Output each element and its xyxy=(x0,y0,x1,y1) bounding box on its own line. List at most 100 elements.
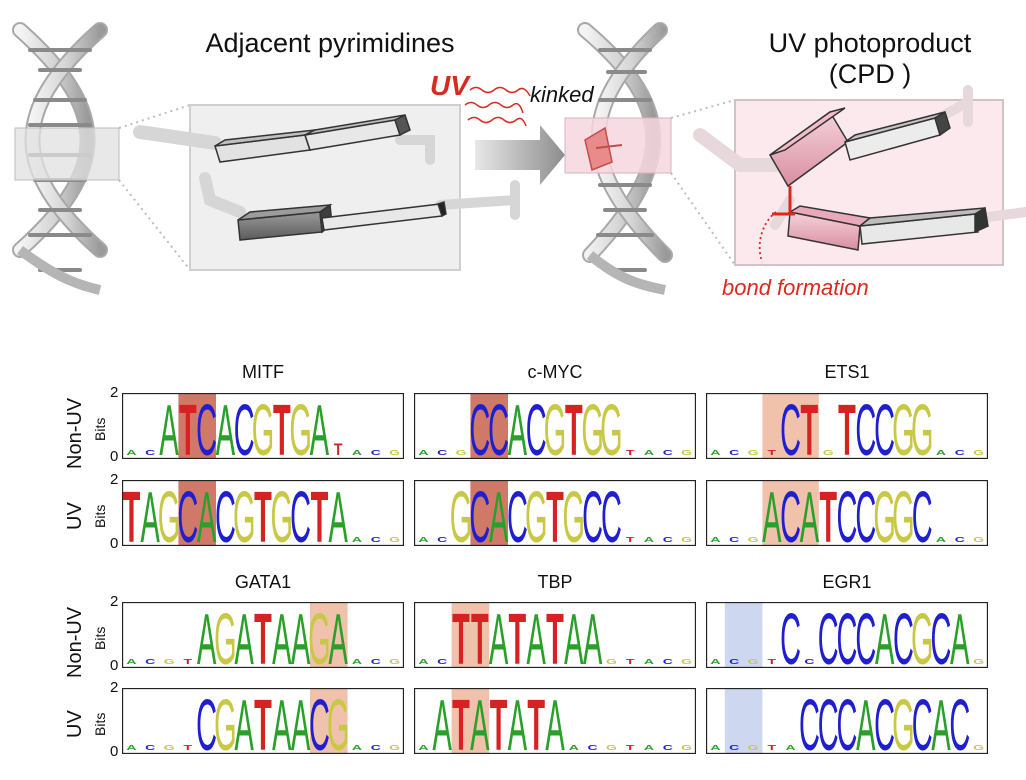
dna-helix-left xyxy=(12,22,120,295)
row-label-nonuv: Non-UV xyxy=(64,606,86,678)
logo-letter-small: A xyxy=(352,536,362,544)
highlight-band xyxy=(310,688,348,754)
logo-frame xyxy=(414,480,696,546)
right-title-line1: UV photoproduct xyxy=(768,28,972,58)
logo-letter-small: T xyxy=(626,536,635,544)
logo-letter-T: T xyxy=(546,480,564,546)
logo-letter-small: G xyxy=(606,658,617,666)
tick-top: 2 xyxy=(110,679,119,696)
logo-letter-small: A xyxy=(352,658,362,666)
tf-title-tbp: TBP xyxy=(537,572,573,592)
logo-letter-small: G xyxy=(681,658,692,666)
logo-frame xyxy=(122,480,404,546)
logo-letter-small: A xyxy=(710,449,720,457)
logo-letter-T: T xyxy=(273,393,291,459)
logo-letter-small: A xyxy=(569,744,579,752)
logo-letter-small: G xyxy=(606,744,617,752)
logo-letter-small: A xyxy=(126,658,136,666)
logo-letter-small: A xyxy=(644,658,654,666)
highlight-band xyxy=(762,393,819,459)
logo-letter-small: C xyxy=(145,449,155,457)
logo-letter-C: C xyxy=(780,602,801,668)
logo-letter-small: C xyxy=(371,536,381,544)
highlight-band xyxy=(310,602,348,668)
logo-letter-C: C xyxy=(837,688,858,754)
logo-letter-small: G xyxy=(748,536,759,544)
logo-letter-C: C xyxy=(215,480,236,546)
logo-letter-C: C xyxy=(874,688,895,754)
logo-letter-C: C xyxy=(818,602,839,668)
logo-letter-G: G xyxy=(911,393,933,459)
logo-letter-C: C xyxy=(309,688,330,754)
logo-letter-T: T xyxy=(509,602,527,668)
uv-rays xyxy=(464,86,531,127)
highlight-band xyxy=(762,480,819,546)
logo-letter-G: G xyxy=(214,602,236,668)
tick-bottom: 0 xyxy=(110,657,119,674)
logo-letter-small: T xyxy=(626,658,635,666)
logo-letter-C: C xyxy=(855,393,876,459)
logo-letter-small: A xyxy=(644,536,654,544)
logo-letter-C: C xyxy=(177,480,198,546)
tf-title-gata1: GATA1 xyxy=(234,572,292,592)
logo-letter-small: G xyxy=(389,536,400,544)
highlight-band xyxy=(178,393,216,459)
highlight-band xyxy=(470,393,508,459)
logo-letter-G: G xyxy=(289,393,311,459)
logo-letter-small: T xyxy=(184,744,193,752)
logo-letter-small: T xyxy=(768,658,777,666)
logo-letter-G: G xyxy=(252,393,274,459)
logo-letter-T: T xyxy=(179,393,197,459)
logo-letter-A: A xyxy=(197,480,217,546)
tick-top: 2 xyxy=(110,471,119,488)
highlight-band xyxy=(178,480,216,546)
tf-title-mitf: MITF xyxy=(242,362,284,382)
logo-letter-small: G xyxy=(973,658,984,666)
highlight-band xyxy=(451,602,490,668)
logo-letter-C: C xyxy=(855,602,876,668)
logo-letter-T: T xyxy=(527,688,545,754)
logo-frame xyxy=(706,480,988,546)
logo-letter-small: T xyxy=(334,441,343,459)
logo-letter-G: G xyxy=(892,688,914,754)
logo-letter-C: C xyxy=(469,480,490,546)
logo-letter-G: G xyxy=(892,393,914,459)
uv-label: UV xyxy=(430,70,469,101)
logo-letter-T: T xyxy=(123,480,141,546)
logo-letter-G: G xyxy=(563,480,585,546)
logo-letter-small: G xyxy=(973,536,984,544)
logo-letter-A: A xyxy=(433,688,453,754)
logo-letter-C: C xyxy=(949,688,970,754)
logo-letter-small: A xyxy=(418,536,428,544)
logo-letter-A: A xyxy=(159,393,179,459)
logo-letter-A: A xyxy=(489,480,509,546)
logo-letter-C: C xyxy=(582,480,603,546)
logo-letter-small: G xyxy=(681,449,692,457)
logo-letter-small: A xyxy=(936,536,946,544)
logo-letter-small: C xyxy=(729,449,739,457)
tf-title-c-myc: c-MYC xyxy=(527,362,583,382)
logo-letter-A: A xyxy=(329,602,349,668)
logo-letter-small: C xyxy=(437,536,447,544)
logo-letter-small: G xyxy=(748,449,759,457)
logo-letter-A: A xyxy=(564,602,584,668)
logo-letter-G: G xyxy=(233,480,255,546)
logo-letter-small: A xyxy=(710,536,720,544)
logo-letter-small: C xyxy=(145,658,155,666)
bits-axis-label: Bits xyxy=(92,712,108,736)
logo-letter-small: G xyxy=(748,658,759,666)
dna-schematic xyxy=(12,22,1026,295)
logo-letter-A: A xyxy=(272,602,292,668)
logo-letter-C: C xyxy=(912,480,933,546)
logo-letter-T: T xyxy=(838,393,856,459)
logo-letter-small: C xyxy=(729,658,739,666)
logo-letter-C: C xyxy=(855,480,876,546)
logo-letter-A: A xyxy=(470,688,490,754)
logo-frame xyxy=(414,688,696,754)
logo-letter-G: G xyxy=(525,480,547,546)
logo-letter-C: C xyxy=(837,480,858,546)
